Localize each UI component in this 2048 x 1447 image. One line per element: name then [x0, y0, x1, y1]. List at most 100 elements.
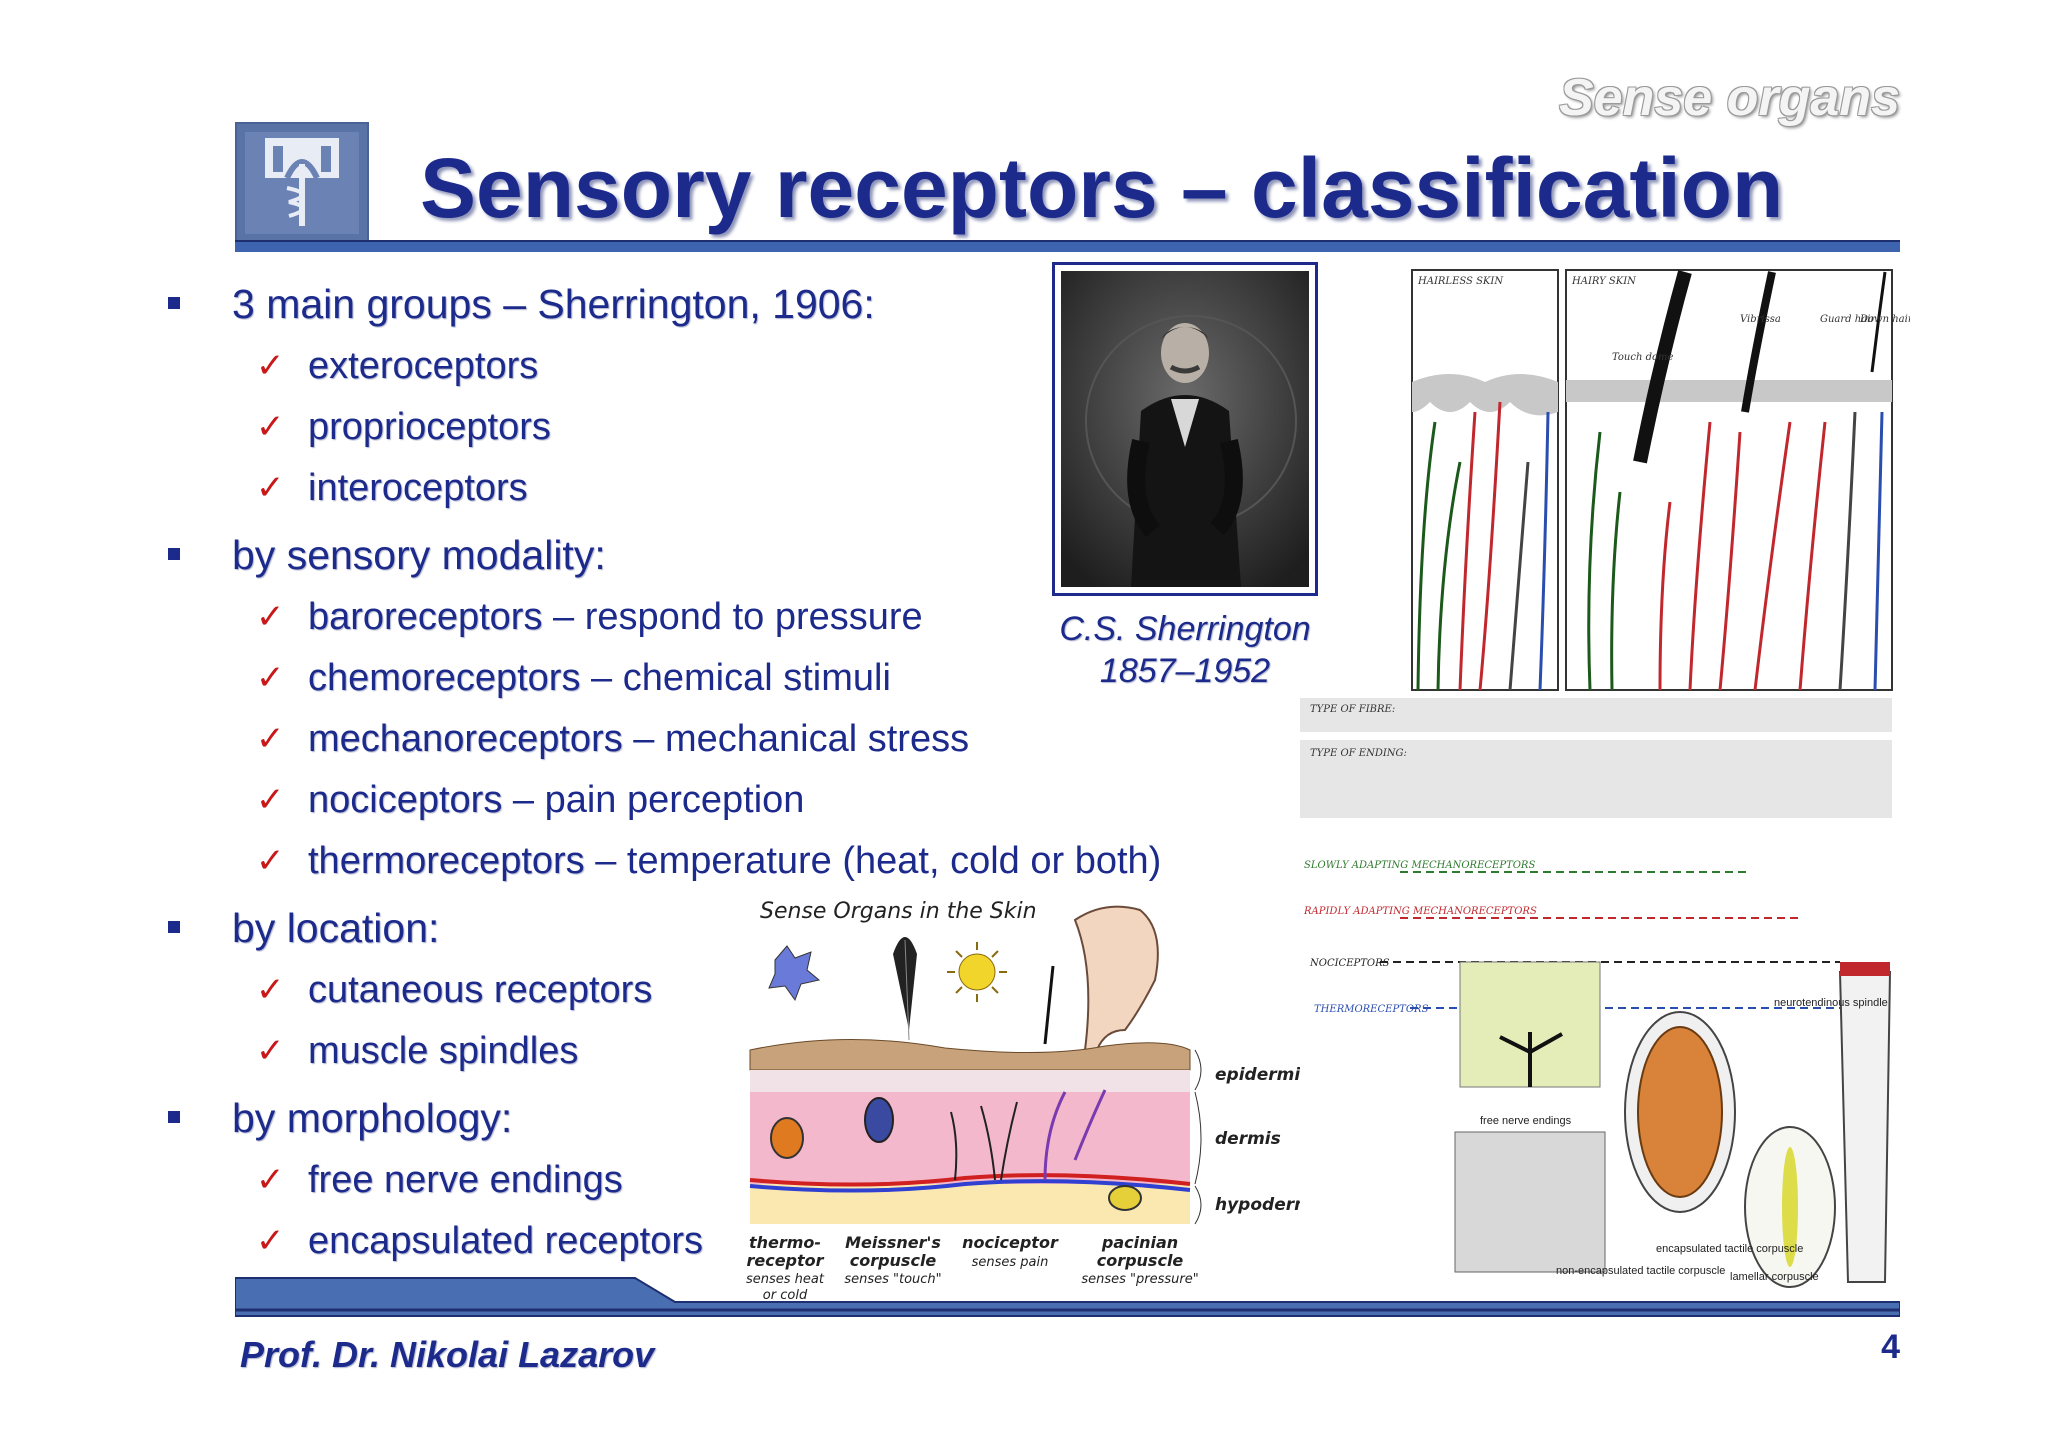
checkmark-icon: ✓	[256, 970, 285, 1010]
receptor-label: Meissner's	[845, 1233, 941, 1252]
checkmark-icon: ✓	[256, 1031, 285, 1071]
bullet-square-icon	[168, 297, 180, 309]
checkmark-icon: ✓	[256, 468, 285, 508]
section-label: Sense organs	[1558, 69, 1900, 127]
hair-label: Guard hair	[1820, 314, 1876, 325]
receptor-sublabel: senses "touch"	[844, 1272, 941, 1287]
receptor-sublabel: senses heat	[746, 1272, 825, 1287]
checkmark-icon: ✓	[256, 1160, 285, 1200]
layer-label: dermis	[1215, 1129, 1281, 1149]
bullet-text: by sensory modality:	[232, 532, 606, 578]
sub-bullet-term: proprioceptors	[308, 406, 551, 448]
bullet-group-modality: by sensory modality:	[160, 523, 1300, 587]
sub-bullet-term: baroreceptors	[308, 596, 543, 638]
footer-rule	[234, 1276, 1901, 1322]
checkmark-icon: ✓	[256, 597, 285, 637]
sub-bullet-term: nociceptors	[308, 779, 503, 821]
sub-bullet-term: muscle spindles	[308, 1030, 579, 1072]
bullet-square-icon	[168, 548, 180, 560]
sub-bullet: ✓ proprioceptors	[160, 397, 1300, 458]
sub-bullet-term: exteroceptors	[308, 345, 539, 387]
sub-bullet-term: free nerve endings	[308, 1159, 623, 1201]
layer-label: hypodermis	[1215, 1195, 1300, 1215]
bullet-group-morphology: by morphology:	[160, 1086, 1300, 1150]
slide-title: Sensory receptors – classification	[420, 141, 1784, 235]
histology-label: neurotendinous spindle	[1774, 997, 1888, 1009]
histology-label: encapsulated tactile corpuscle	[1656, 1243, 1803, 1255]
hair-label: Vibrissa	[1740, 314, 1781, 325]
receptor-sublabel: senses "pressure"	[1081, 1272, 1198, 1287]
title-rule	[235, 240, 1900, 252]
receptor-sublabel: or cold	[763, 1288, 808, 1303]
checkmark-icon: ✓	[256, 780, 285, 820]
sub-bullet-description: – respond to pressure	[542, 596, 923, 638]
sub-bullet: ✓ chemoreceptors – chemical stimuli	[160, 648, 1300, 709]
legend-label: NOCICEPTORS	[1309, 958, 1390, 969]
row-label: TYPE OF FIBRE:	[1310, 704, 1395, 715]
author-name: Prof. Dr. Nikolai Lazarov	[240, 1334, 655, 1375]
receptor-label: thermo-	[749, 1233, 821, 1252]
row-label: TYPE OF ENDING:	[1310, 748, 1407, 759]
bullet-text: 3 main groups – Sherrington, 1906:	[232, 281, 875, 327]
sub-bullet: ✓ encapsulated receptors	[160, 1211, 1300, 1272]
hair-label: Down hair	[1859, 314, 1910, 325]
sub-bullet-description: – temperature (heat, cold or both)	[584, 840, 1162, 882]
sub-bullet-term: interoceptors	[308, 467, 528, 509]
bullet-group-location: by location:	[160, 896, 1300, 960]
sub-bullet-description: – pain perception	[502, 779, 805, 821]
panel-label: HAIRLESS SKIN	[1417, 276, 1504, 287]
skin-receptor-innervation-figure: HAIRLESS SKIN HAIRY SKIN Vibrissa Guard …	[1300, 262, 1914, 1302]
layer-label: epidermis	[1215, 1065, 1300, 1085]
bullet-text: by location:	[232, 905, 440, 951]
histology-label: free nerve endings	[1480, 1115, 1572, 1127]
legend-label: RAPIDLY ADAPTING MECHANORECEPTORS	[1303, 906, 1537, 917]
receptor-sublabel: senses pain	[972, 1255, 1049, 1270]
checkmark-icon: ✓	[256, 1221, 285, 1261]
receptor-label: corpuscle	[850, 1251, 937, 1270]
legend-label: SLOWLY ADAPTING MECHANORECEPTORS	[1304, 860, 1535, 871]
sub-bullet: ✓ nociceptors – pain perception	[160, 770, 1300, 831]
checkmark-icon: ✓	[256, 346, 285, 386]
histology-label: non-encapsulated tactile corpuscle	[1556, 1265, 1725, 1277]
receptor-label: pacinian	[1101, 1233, 1178, 1252]
skin-figure-title: Sense Organs in the Skin	[760, 899, 1037, 924]
bullet-square-icon	[168, 1111, 180, 1123]
panel-label: HAIRY SKIN	[1571, 276, 1637, 287]
sub-bullet-term: mechanoreceptors	[308, 718, 623, 760]
bullet-group-main: 3 main groups – Sherrington, 1906:	[160, 272, 1300, 336]
university-logo	[235, 122, 369, 244]
portrait-photo	[1052, 262, 1318, 596]
legend-label: THERMORECEPTORS	[1314, 1004, 1429, 1015]
sub-bullet-term: encapsulated receptors	[308, 1220, 704, 1262]
portrait-caption: C.S. Sherrington 1857–1952	[1040, 608, 1330, 692]
receptor-label: corpuscle	[1097, 1251, 1184, 1270]
skin-sense-organs-figure: Sense Organs in the Skin epidermis derm	[745, 880, 1328, 1310]
sub-bullet-term: thermoreceptors	[308, 840, 585, 882]
sub-bullet: ✓ mechanoreceptors – mechanical stress	[160, 709, 1300, 770]
bullet-square-icon	[168, 921, 180, 933]
sub-bullet: ✓ baroreceptors – respond to pressure	[160, 587, 1300, 648]
portrait-name: C.S. Sherrington	[1059, 610, 1311, 648]
sub-bullet-term: chemoreceptors	[308, 657, 581, 699]
sub-bullet-term: cutaneous receptors	[308, 969, 653, 1011]
sub-bullet: ✓ thermoreceptors – temperature (heat, co…	[160, 831, 1300, 892]
checkmark-icon: ✓	[256, 407, 285, 447]
sub-bullet-description: – mechanical stress	[622, 718, 970, 760]
sub-bullet: ✓ free nerve endings	[160, 1150, 1300, 1211]
sub-bullet: ✓ interoceptors	[160, 458, 1300, 519]
portrait-years: 1857–1952	[1099, 652, 1271, 690]
sub-bullet: ✓ cutaneous receptors	[160, 960, 1300, 1021]
checkmark-icon: ✓	[256, 841, 285, 881]
sub-bullet: ✓ muscle spindles	[160, 1021, 1300, 1082]
hair-label: Touch dome	[1612, 352, 1673, 363]
sub-bullet: ✓ exteroceptors	[160, 336, 1300, 397]
checkmark-icon: ✓	[256, 719, 285, 759]
bullet-text: by morphology:	[232, 1095, 513, 1141]
page-number: 4	[1881, 1328, 1900, 1366]
receptor-label: nociceptor	[962, 1233, 1059, 1252]
histology-label: lamellar corpuscle	[1730, 1271, 1819, 1283]
bullet-list: 3 main groups – Sherrington, 1906: ✓ exte…	[160, 268, 1300, 1272]
receptor-label: receptor	[746, 1251, 824, 1270]
sub-bullet-description: – chemical stimuli	[580, 657, 891, 699]
checkmark-icon: ✓	[256, 658, 285, 698]
